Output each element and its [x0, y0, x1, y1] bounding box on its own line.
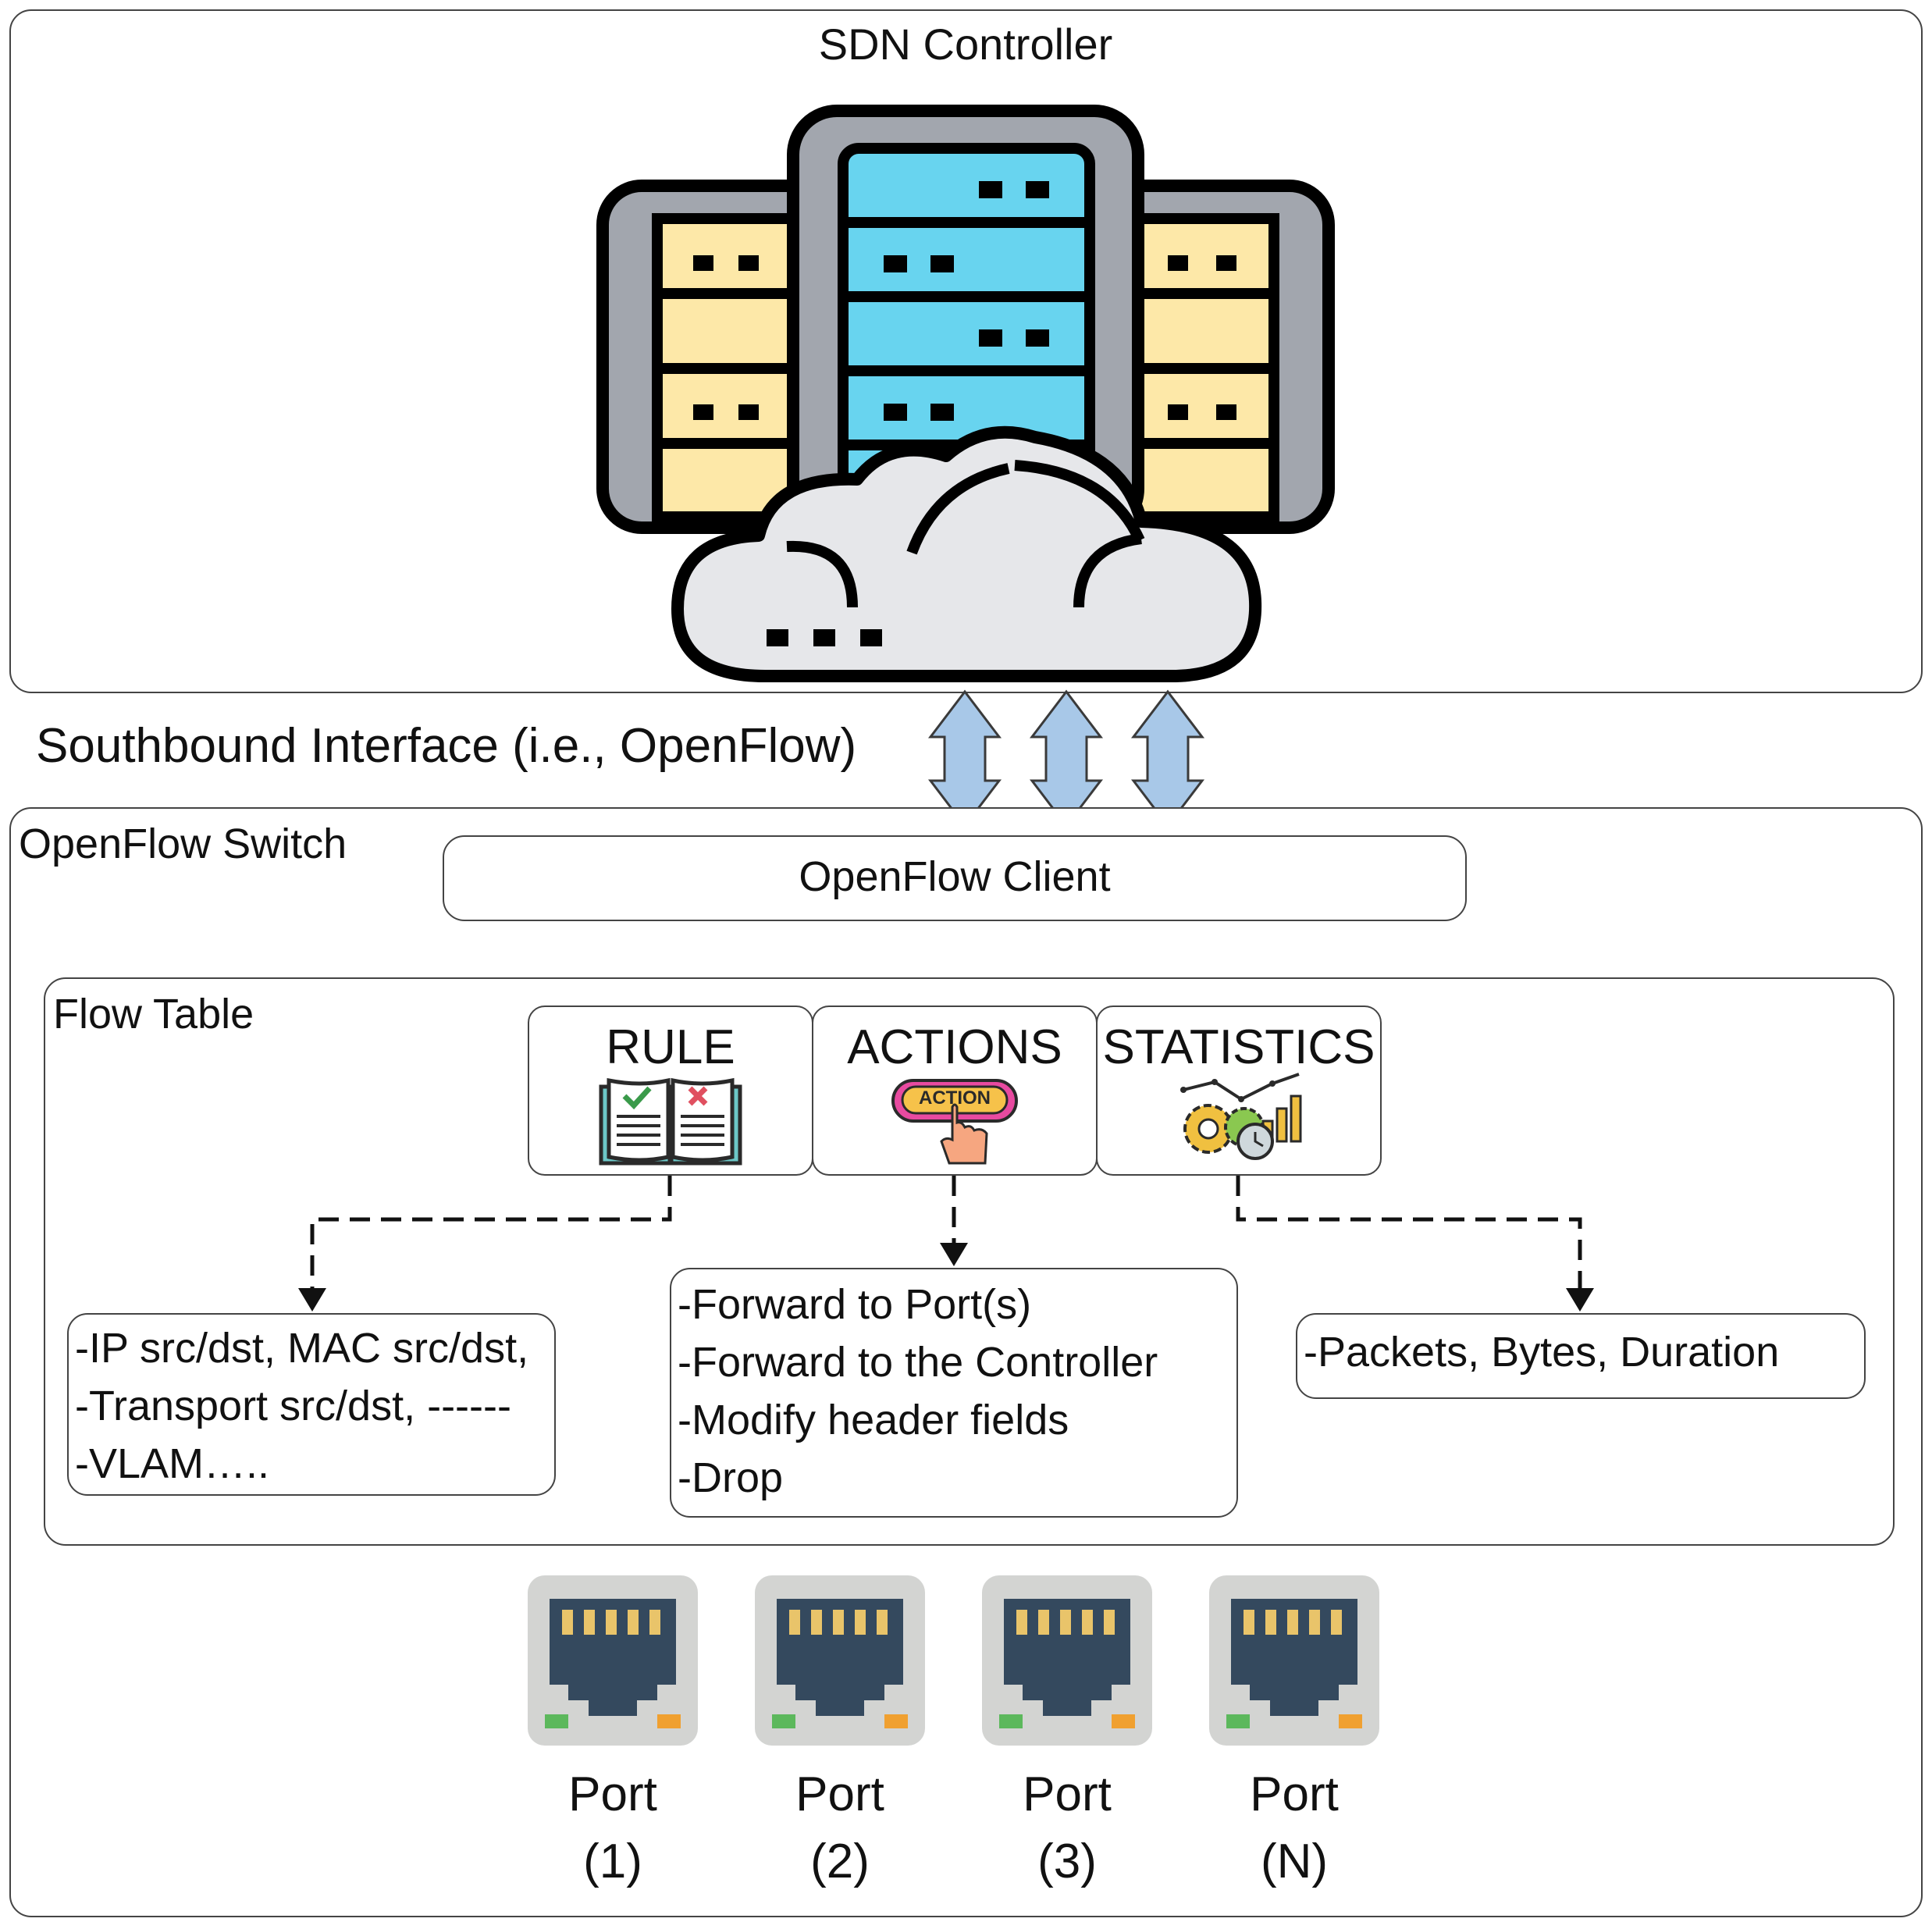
port-label: Port (2) — [738, 1761, 941, 1895]
statistics-details-box — [1296, 1313, 1866, 1399]
bidirectional-arrow-icon — [1130, 689, 1205, 828]
port-word: Port — [1023, 1767, 1112, 1821]
openflow-switch-title: OpenFlow Switch — [19, 820, 347, 867]
action-icon-text: ACTION — [919, 1087, 991, 1109]
actions-details-list: -Forward to Port(s) -Forward to the Cont… — [678, 1276, 1158, 1507]
statistics-details-list: -Packets, Bytes, Duration — [1304, 1327, 1779, 1377]
rule-label: RULE — [606, 1020, 735, 1074]
action-item: -Forward to the Controller — [678, 1339, 1158, 1386]
port-id: (2) — [810, 1835, 870, 1888]
action-item: -Forward to Port(s) — [678, 1281, 1032, 1328]
port-word: Port — [568, 1767, 657, 1821]
statistics-label: STATISTICS — [1102, 1020, 1375, 1074]
rule-details-list: -IP src/dst, MAC src/dst, -Transport src… — [75, 1319, 528, 1493]
sdn-controller-title: SDN Controller — [818, 20, 1113, 69]
bidirectional-arrow-icon — [1029, 689, 1104, 828]
port-label: Port (3) — [966, 1761, 1169, 1895]
statistics-item: -Packets, Bytes, Duration — [1304, 1329, 1780, 1376]
port-word: Port — [1250, 1767, 1339, 1821]
port-label: Port (1) — [511, 1761, 714, 1895]
action-item: -Modify header fields — [678, 1397, 1069, 1443]
openflow-client-label: OpenFlow Client — [799, 853, 1111, 900]
rule-details-box — [67, 1313, 556, 1496]
actions-details-box — [670, 1268, 1238, 1518]
southbound-interface-label: Southbound Interface (i.e., OpenFlow) — [36, 719, 857, 773]
port-label: Port (N) — [1193, 1761, 1396, 1895]
rule-item: -VLAM….. — [75, 1440, 270, 1487]
port-word: Port — [795, 1767, 884, 1821]
sdn-controller-box — [9, 9, 1923, 693]
rule-item: -IP src/dst, MAC src/dst, — [75, 1325, 529, 1372]
port-id: (N) — [1260, 1835, 1329, 1888]
flow-table-title: Flow Table — [53, 991, 254, 1038]
actions-label: ACTIONS — [847, 1020, 1062, 1074]
port-id: (1) — [583, 1835, 642, 1888]
port-id: (3) — [1037, 1835, 1097, 1888]
action-item: -Drop — [678, 1454, 784, 1501]
bidirectional-arrow-icon — [927, 689, 1002, 828]
openflow-client-box — [443, 835, 1467, 921]
rule-item: -Transport src/dst, ------ — [75, 1383, 511, 1429]
